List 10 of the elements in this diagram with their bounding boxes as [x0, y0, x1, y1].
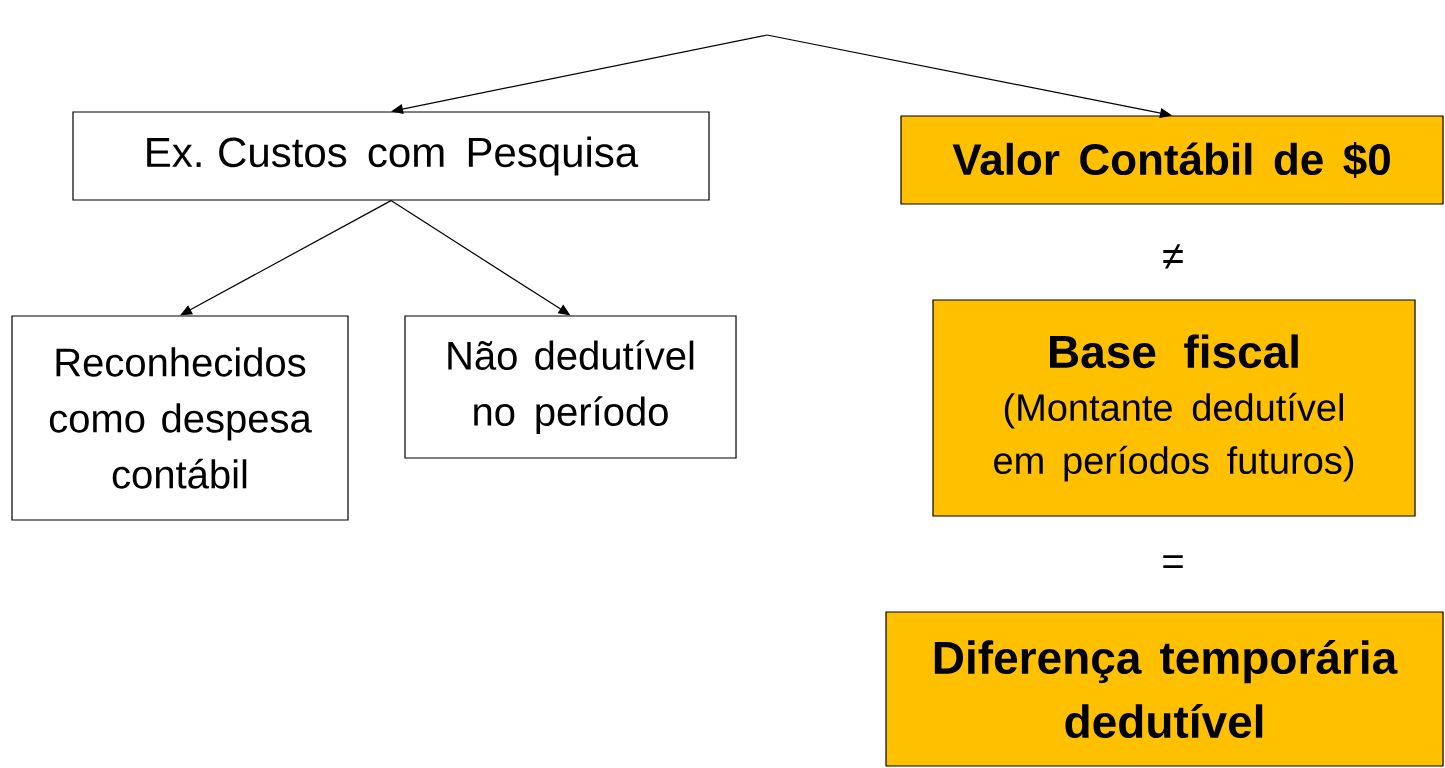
highlighted-box: Valor Contábil de $0	[900, 115, 1444, 205]
highlighted-box: Base fiscal (Montante dedutível em períodos futuros)	[932, 299, 1416, 517]
highlighted-box: Diferença temporária dedutível	[885, 611, 1444, 767]
arrow	[180, 200, 392, 316]
arrow	[391, 34, 768, 115]
math-symbol: ≠	[1163, 244, 1183, 269]
text-box: Ex. Custos com Pesquisa	[72, 111, 710, 201]
text-box: Reconhecidos como despesa contábil	[11, 315, 349, 521]
text-box: Não dedutível no período	[404, 315, 737, 459]
math-symbol: =	[1163, 555, 1183, 569]
